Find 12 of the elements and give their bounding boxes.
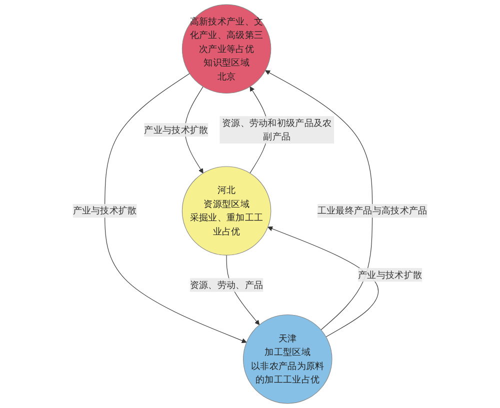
edge-label: 资源、劳动和初级产品及农副产品 xyxy=(222,117,332,142)
edge-label: 产业与技术扩散 xyxy=(358,269,422,280)
node-circle: 高新技术产业、文化产业、高级第三次产业等占优 知识型区域 北京 xyxy=(182,4,272,94)
edge-label: 资源、劳动、产品 xyxy=(190,279,264,290)
node-circle: 河北 资源型区域 采掘业、重加工工业占优 xyxy=(182,166,272,256)
edge-label: 产业与技术扩散 xyxy=(144,124,208,136)
arrow xyxy=(104,73,247,344)
edge-label: 产业与技术扩散 xyxy=(72,205,137,216)
arrow xyxy=(265,70,373,330)
node-circle: 天津 加工型区域 以非农产品为原料的加工工业占优 xyxy=(243,314,332,404)
edge-label: 工业最终产品与高技术产品 xyxy=(317,205,428,216)
arrow xyxy=(268,226,378,338)
